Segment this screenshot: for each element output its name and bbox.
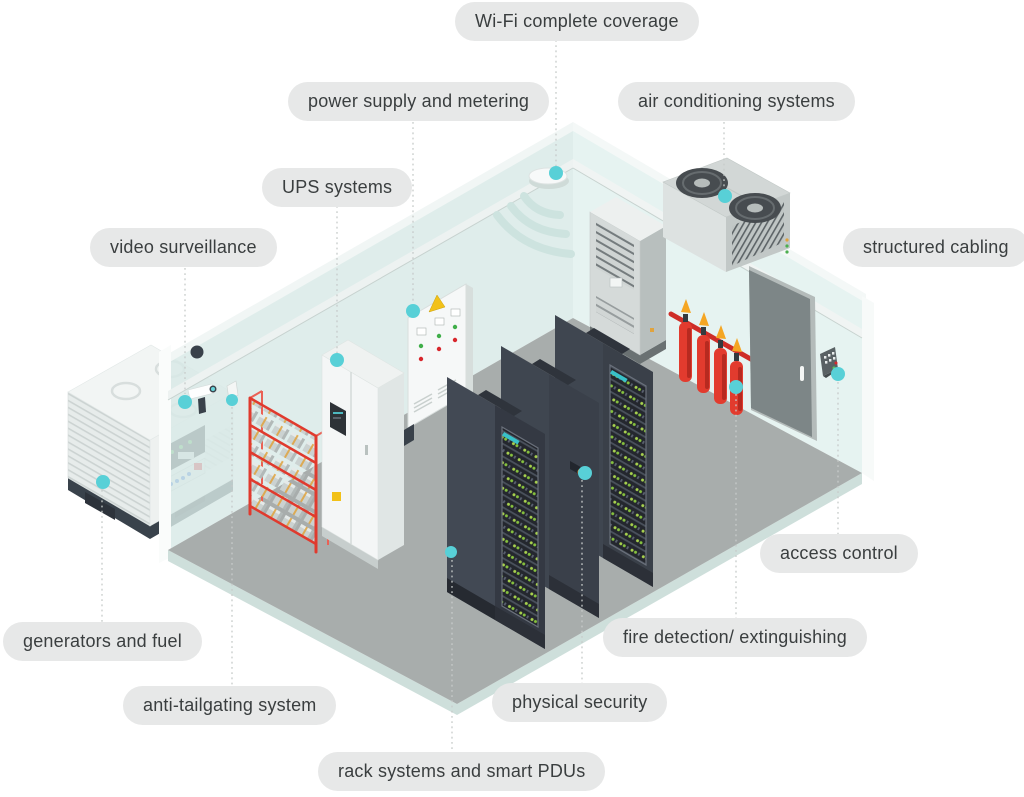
server-racks [447,315,653,649]
hotspot-physical [578,466,592,480]
hotspot-video [178,395,192,409]
hotspot-tailgating [226,394,238,406]
label-cabling: structured cabling [843,228,1024,267]
label-video: video surveillance [90,228,277,267]
hotspot-ac [718,189,732,203]
label-wifi: Wi-Fi complete coverage [455,2,699,41]
extinguisher-cylinder [697,312,710,393]
hotspot-access [831,367,845,381]
security-camera [187,345,217,414]
battery-rack [248,390,329,554]
label-ac: air conditioning systems [618,82,855,121]
ac-fan [729,193,781,223]
hotspot-fire [729,380,743,394]
label-access: access control [760,534,918,573]
extinguisher-cylinder [714,325,727,404]
hotspot-power [406,304,420,318]
hotspot-dots [96,166,845,558]
label-generators: generators and fuel [3,622,202,661]
hotspot-wifi [549,166,563,180]
hotspot-racks [445,546,457,558]
label-tailgating: anti-tailgating system [123,686,337,725]
server-rack [447,377,545,649]
connector-lines [101,40,839,752]
ups-cabinet [321,339,405,569]
entrance-door [749,266,817,441]
hotspot-ups [330,353,344,367]
hotspot-generators [96,475,110,489]
label-ups: UPS systems [262,168,413,207]
indoor-ac-tower [589,197,666,364]
ac-fan [676,168,728,198]
label-fire: fire detection/ extinguishing [603,618,867,657]
extinguisher-cylinder [679,299,692,382]
label-racks: rack systems and smart PDUs [318,752,606,791]
label-physical: physical security [492,683,668,722]
outdoor-ac-unit [662,157,791,272]
label-power: power supply and metering [288,82,550,121]
wifi-access-point [493,167,575,258]
